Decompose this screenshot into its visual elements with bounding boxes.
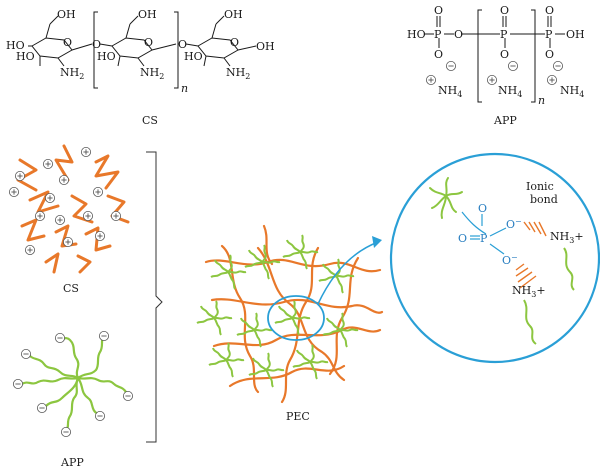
cs-bridge-o2: O <box>178 38 187 51</box>
cs-ring-2 <box>99 15 177 67</box>
cs-unit3-nh2: NH2 <box>226 66 250 81</box>
cs-unit1-nh2: NH2 <box>60 66 84 81</box>
cs-unit2-ring-o: O <box>144 36 153 49</box>
cs-ring-1 <box>28 15 93 67</box>
grouping-bracket <box>146 151 163 443</box>
app-repeat-n: n <box>538 94 545 107</box>
zoom-p: P <box>480 232 488 245</box>
app-p1: P <box>434 28 442 41</box>
app-ho: HO <box>407 28 426 41</box>
cs-unit2-oh: OH <box>138 8 157 21</box>
app-structure: HO P P P O O O O O O O OH <box>407 4 585 127</box>
app-plus-3 <box>546 74 558 86</box>
app-minus-2 <box>507 60 519 72</box>
cs-unit3-oh: OH <box>224 8 243 21</box>
cs-polymer-cluster <box>16 144 130 274</box>
cs-unit3-ho: HO <box>184 50 203 63</box>
cs-cluster-label: CS <box>63 282 79 295</box>
cs-structure: HO OH O HO NH2 O OH O HO NH2 O <box>6 8 275 127</box>
app-p2: P <box>500 28 508 41</box>
zoom-tail-1 <box>563 247 575 291</box>
app-nh4-2: NH4 <box>498 84 522 99</box>
app-p3: P <box>545 28 553 41</box>
zoom-app-star <box>429 177 463 219</box>
zoom-o-minus-2: O− <box>502 253 518 267</box>
ionic-bond-hatch-2 <box>515 263 537 289</box>
ionic-bond-label-1: Ionic <box>526 180 554 193</box>
app-o-bridge1: O <box>454 28 463 41</box>
zoom-tail-2 <box>523 299 537 345</box>
app-minus-1 <box>445 60 457 72</box>
cs-unit1-ring-o: O <box>63 36 72 49</box>
cs-unit1-ho: HO <box>16 50 35 63</box>
app-plus-1 <box>425 74 437 86</box>
app-caption: APP <box>493 114 517 127</box>
cs-unit1-oh: OH <box>57 8 76 21</box>
cs-unit3-oh-right: OH <box>256 40 275 53</box>
app-minus-3 <box>552 60 564 72</box>
app-cluster-label: APP <box>60 456 84 469</box>
cs-ho-left: HO <box>6 39 25 52</box>
ionic-bond-hatch-1 <box>523 221 547 237</box>
zoom-arrow-head <box>372 236 382 248</box>
app-nh4-3: NH4 <box>560 84 584 99</box>
app-nh4-1: NH4 <box>438 84 462 99</box>
zoom-nh3-2: NH3+ <box>512 284 546 299</box>
zoom-detail: O P O O− O− Ionic bond NH3+ NH3+ <box>389 152 600 364</box>
app-bonds <box>424 9 565 103</box>
cs-unit3-ring-o: O <box>230 36 239 49</box>
app-o-top1: O <box>434 4 443 17</box>
cs-repeat-bracket <box>93 11 179 89</box>
pec-app-stars <box>196 234 359 388</box>
cs-bridge-o1: O <box>92 38 101 51</box>
app-o-bottom3: O <box>545 48 554 61</box>
zoom-o-eq: O <box>458 232 467 245</box>
pec-zoom-region <box>267 295 325 341</box>
zoom-chain-link <box>461 211 487 235</box>
app-o-top2: O <box>500 4 509 17</box>
app-star-polymer <box>20 334 128 432</box>
app-o-top3: O <box>545 4 554 17</box>
zoom-o-top: O <box>478 202 487 215</box>
zoom-nh3-1: NH3+ <box>550 230 584 245</box>
app-o-bottom2: O <box>500 48 509 61</box>
cs-caption: CS <box>142 114 158 127</box>
zoom-arrow <box>317 241 379 305</box>
pec-label: PEC <box>286 410 310 423</box>
zoom-circle <box>389 152 600 364</box>
cs-unit2-ho: HO <box>97 50 116 63</box>
app-oh: OH <box>566 28 585 41</box>
pec-network <box>196 224 384 404</box>
ionic-bond-label-2: bond <box>530 193 558 206</box>
cs-repeat-n: n <box>181 82 188 95</box>
cs-unit2-nh2: NH2 <box>140 66 164 81</box>
app-plus-2 <box>486 74 498 86</box>
zoom-o-minus-1: O− <box>506 217 522 231</box>
app-o-bottom1: O <box>434 48 443 61</box>
phosphate-bonds <box>470 214 507 255</box>
cs-ring-3 <box>185 15 257 67</box>
